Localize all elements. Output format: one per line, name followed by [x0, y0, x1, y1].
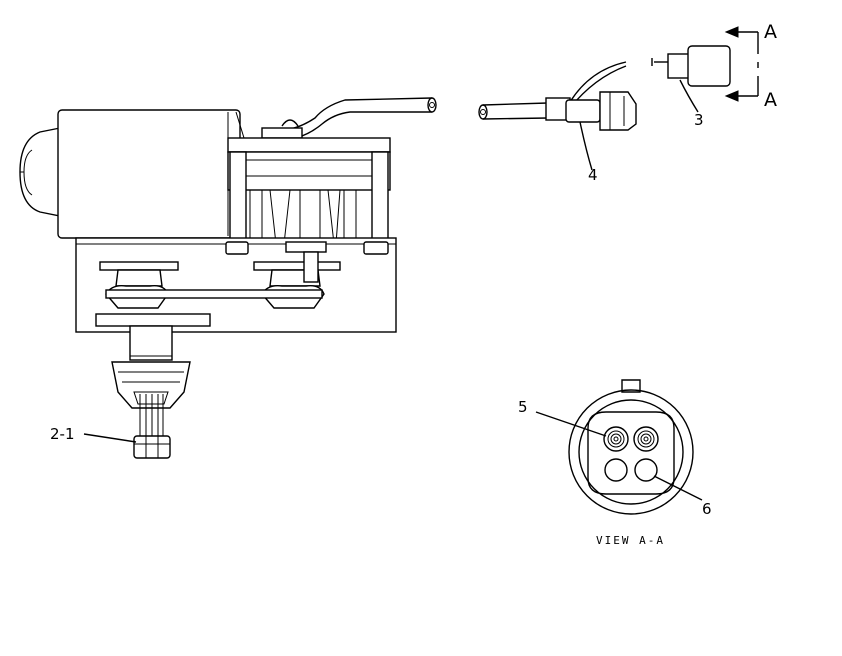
callout-2-1: 2-1: [50, 425, 75, 443]
leader-2-1: [83, 433, 137, 443]
connector-body: [565, 99, 601, 123]
callout-4: 4: [588, 166, 598, 184]
harness-connector: [478, 61, 637, 171]
motor-end-cap: [19, 127, 61, 217]
section-marker-top: A: [764, 21, 777, 43]
output-shaft-boot: [111, 361, 191, 409]
connector-key: [621, 379, 641, 393]
socket-contact-left: [603, 426, 629, 452]
nut-left: [225, 241, 249, 255]
linkage-pivot-right: [253, 261, 341, 271]
view-caption: VIEW A-A: [596, 534, 665, 547]
motor-housing: [57, 109, 241, 239]
nut-right: [363, 241, 389, 255]
linkage-arm: [105, 289, 323, 299]
section-line-a-a: [724, 26, 759, 102]
connector-3-body: [687, 45, 731, 87]
mating-connector: [651, 45, 731, 113]
gearbox-top-plate: [227, 137, 391, 153]
leader-6: [653, 475, 703, 501]
linkage-pivot-left: [99, 261, 179, 271]
callout-6: 6: [702, 500, 712, 518]
output-shaft-housing: [129, 325, 173, 361]
leader-3: [679, 79, 699, 113]
view-a-a-connector-face: [535, 379, 703, 515]
connector-outer-ring: [568, 389, 694, 515]
connector-plug: [599, 91, 637, 131]
connector-insert: [587, 411, 675, 495]
nut-2-1: [133, 435, 171, 459]
callout-5: 5: [518, 398, 528, 416]
socket-contact-right: [633, 426, 659, 452]
callout-3: 3: [694, 111, 704, 129]
cavity-plug-right: [634, 458, 658, 482]
motor-cable: [284, 97, 433, 131]
cavity-plug-left: [604, 458, 628, 482]
section-marker-bottom: A: [764, 89, 777, 111]
leader-5: [535, 411, 607, 437]
wiper-motor-assembly: [19, 97, 437, 459]
connector-3-neck: [667, 53, 691, 79]
leader-4: [579, 121, 593, 171]
